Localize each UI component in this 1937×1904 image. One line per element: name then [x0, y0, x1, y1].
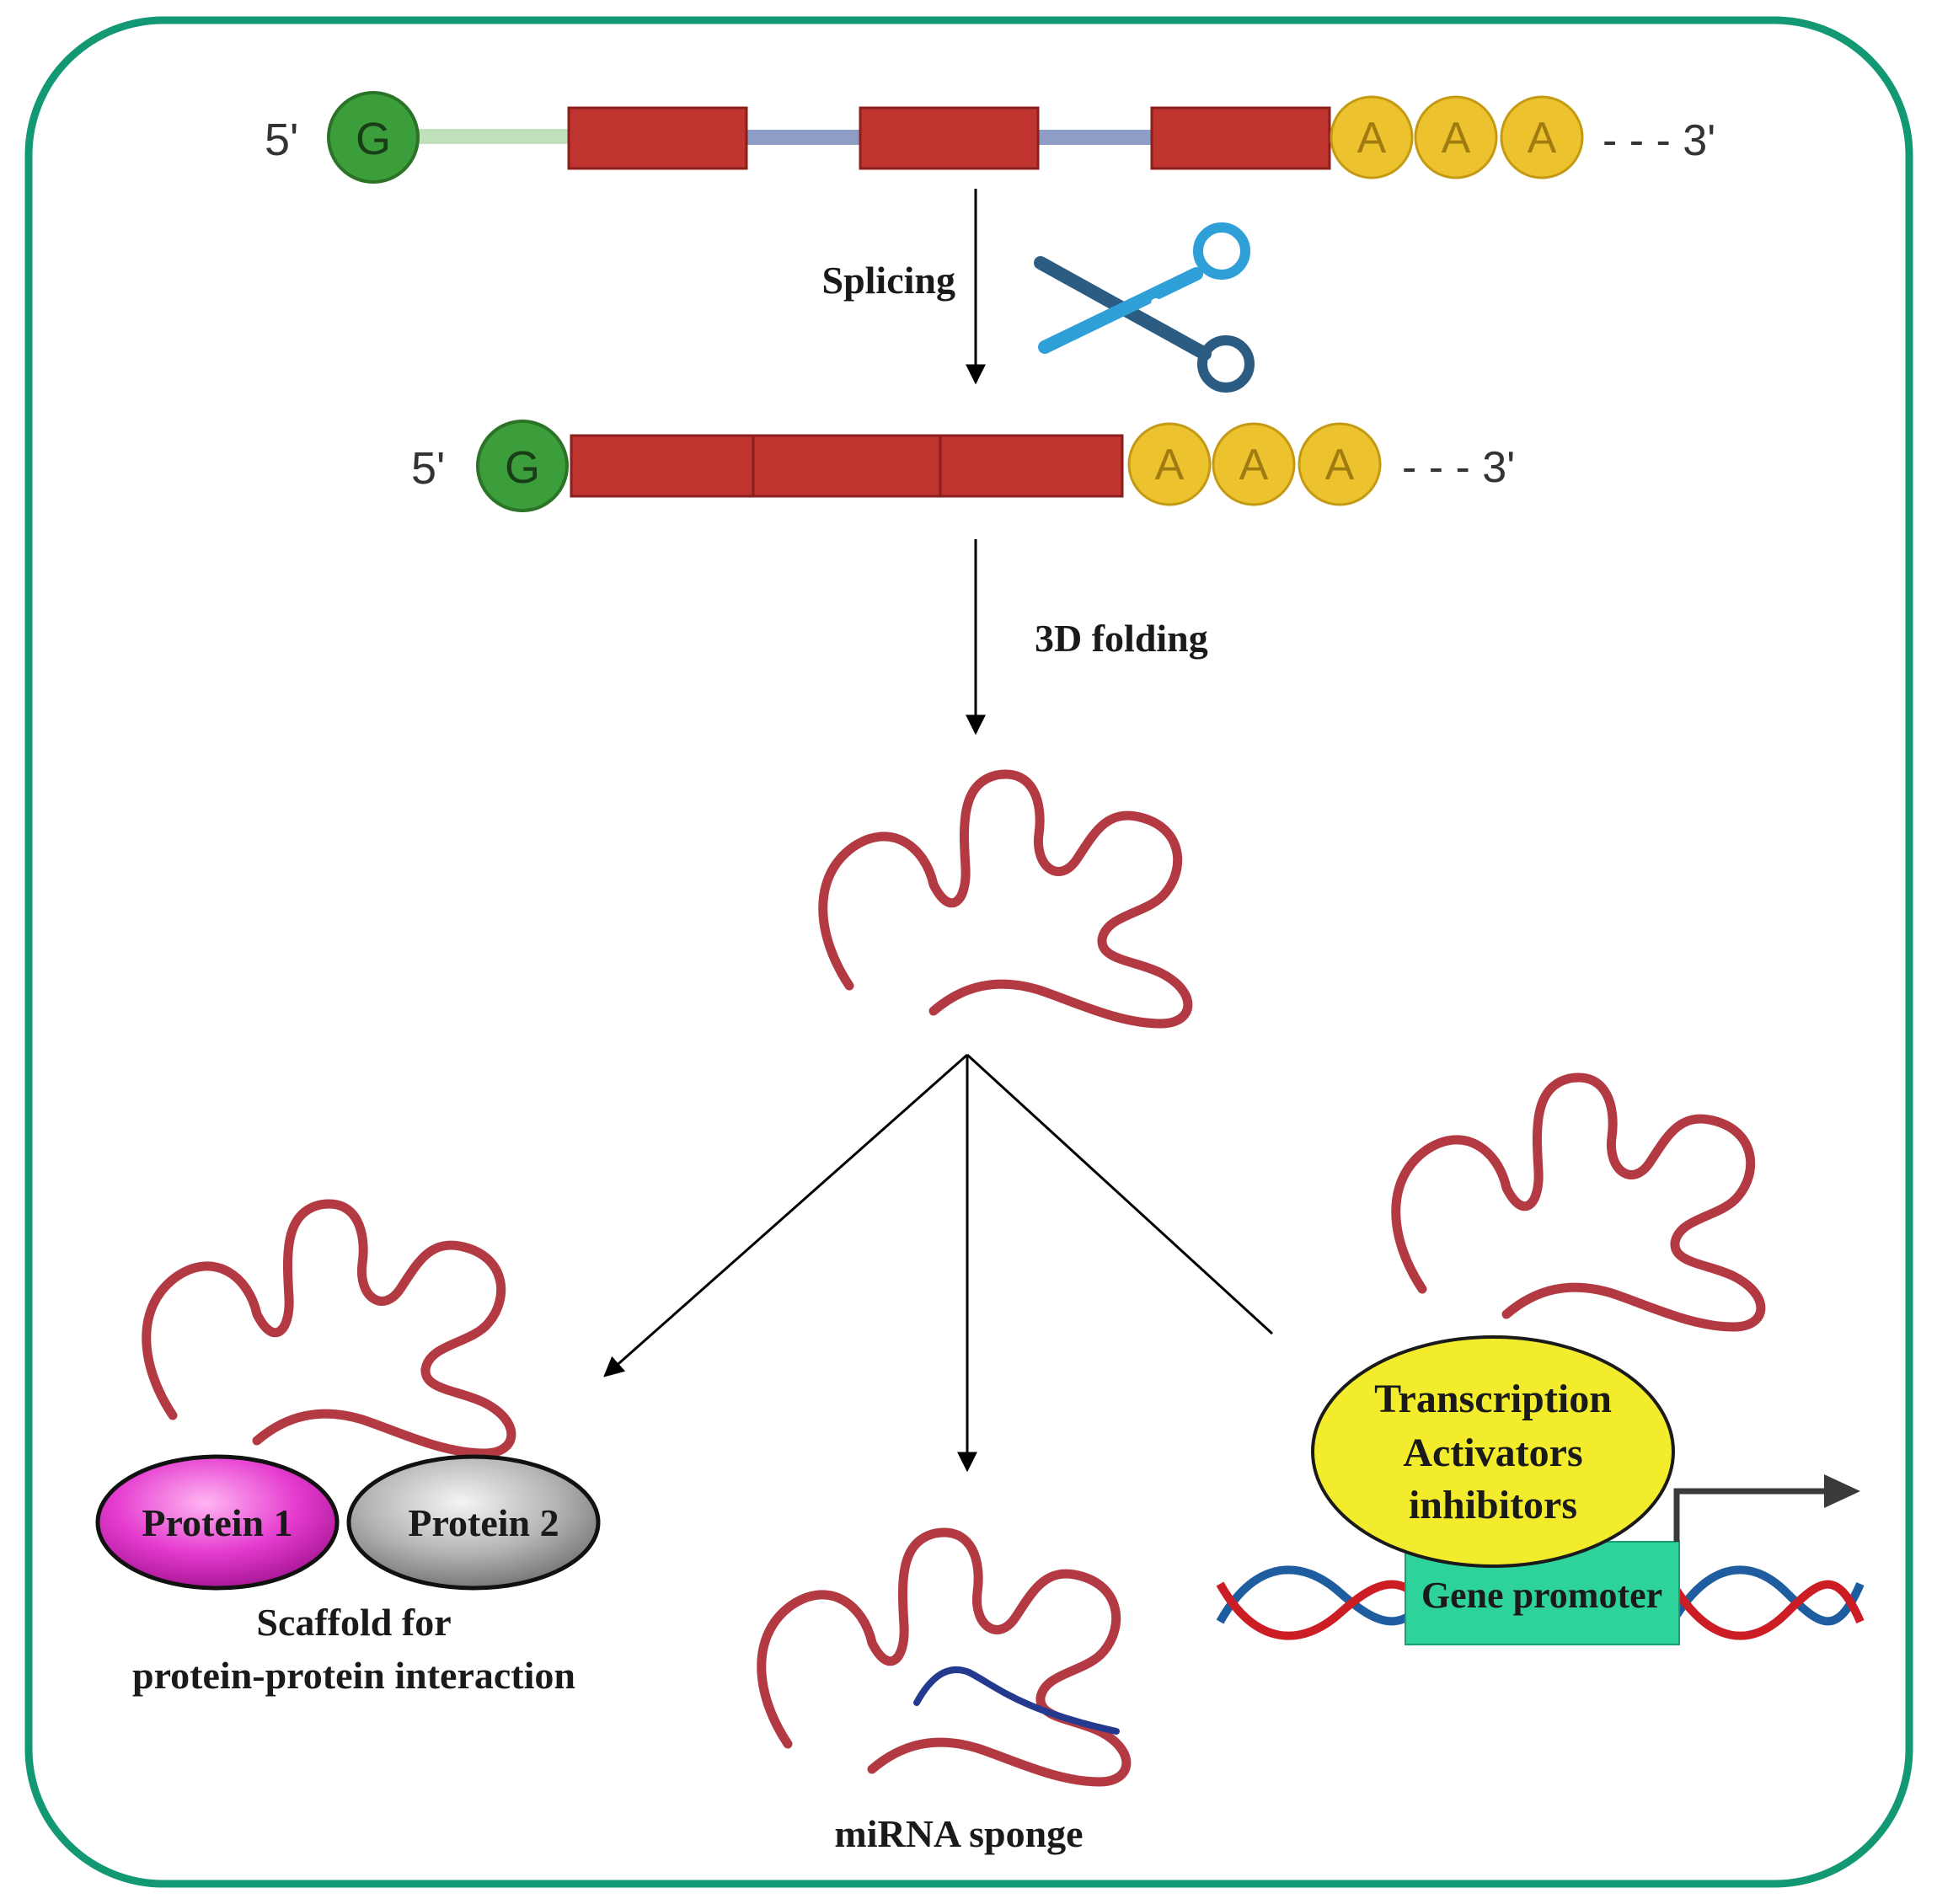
- pre-mrna-exon-2: [859, 106, 1040, 170]
- pre-mrna-cap-label: G: [356, 114, 391, 164]
- pre-mrna-polya-label-2: A: [1442, 114, 1471, 163]
- scaffold-caption-line1: Scaffold for: [256, 1601, 451, 1644]
- transcription-label-line1: Transcription: [1374, 1377, 1612, 1421]
- scaffold-caption-line2: protein-protein interaction: [132, 1654, 575, 1697]
- pre-mrna-polya-1: [1330, 95, 1414, 179]
- mature-mrna-polya-label-3: A: [1325, 441, 1355, 489]
- pre-mrna-five-prime-label: 5': [265, 115, 298, 165]
- pre-mrna-polya-label-3: A: [1528, 114, 1557, 163]
- mature-mrna: 5' G A A A - - - 3': [411, 420, 1515, 512]
- mature-mrna-polya-2: [1212, 422, 1296, 506]
- branch-arrow-left: [603, 1053, 968, 1377]
- protein-2-label: Protein 2: [408, 1501, 559, 1544]
- pre-mrna-polya-3: [1500, 95, 1584, 179]
- mirna-strand: [913, 1666, 1120, 1735]
- folding-label: 3D folding: [1035, 617, 1208, 660]
- splicing-label: Splicing: [821, 259, 955, 302]
- pre-mrna-polya-label-1: A: [1357, 114, 1387, 163]
- mature-mrna-polya-label-1: A: [1155, 441, 1185, 489]
- sponge-group: miRNA sponge: [762, 1532, 1126, 1855]
- protein-1-shape: [95, 1454, 340, 1591]
- pre-mrna: 5' G A A A - - - 3': [265, 91, 1715, 184]
- transcription-label-line3: inhibitors: [1409, 1483, 1577, 1527]
- mature-mrna-exon-1: [570, 434, 755, 498]
- pre-mrna-polya-2: [1414, 95, 1498, 179]
- scissors-icon: [1034, 222, 1255, 393]
- mature-mrna-polya-label-2: A: [1239, 441, 1269, 489]
- transcription-arrow-icon: [1673, 1488, 1828, 1542]
- mature-mrna-polya-1: [1127, 422, 1212, 506]
- mature-mrna-cap-label: G: [505, 442, 540, 493]
- mature-mrna-exon-2: [752, 434, 942, 498]
- mature-mrna-polya-3: [1298, 422, 1382, 506]
- transcription-label-line2: Activators: [1403, 1431, 1582, 1475]
- pre-mrna-exon-1: [567, 106, 748, 170]
- mature-mrna-three-prime-label: - - - 3': [1402, 443, 1515, 492]
- scaffold-group: Protein 1 Protein 2 Scaffold for protein…: [95, 1204, 601, 1697]
- pre-mrna-leader: [413, 129, 570, 144]
- pre-mrna-three-prime-label: - - - 3': [1603, 116, 1715, 165]
- pre-mrna-intron-1: [746, 130, 861, 145]
- pre-mrna-exon-3: [1150, 106, 1331, 170]
- branch-line-right: [966, 1053, 1274, 1335]
- pre-mrna-intron-2: [1038, 130, 1153, 145]
- gene-promoter-label: Gene promoter: [1421, 1575, 1662, 1616]
- protein-1-label: Protein 1: [142, 1501, 292, 1544]
- mature-mrna-five-prime-label: 5': [411, 443, 445, 494]
- mature-mrna-exon-3: [939, 434, 1124, 498]
- sponge-caption: miRNA sponge: [834, 1812, 1083, 1855]
- pre-mrna-cap: [327, 91, 420, 184]
- protein-2-shape: [346, 1454, 601, 1591]
- transcription-group: Gene promoter Transcription Activators i…: [1216, 1078, 1865, 1645]
- transcription-arrowhead: [1824, 1474, 1860, 1508]
- transcription-factor-shape: [1311, 1335, 1675, 1568]
- mature-mrna-cap: [476, 420, 569, 512]
